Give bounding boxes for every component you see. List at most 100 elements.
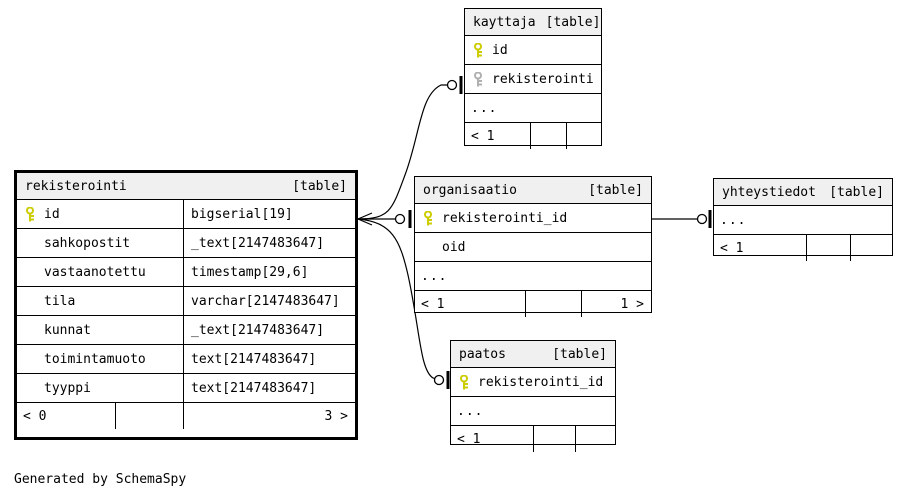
column-type: timestamp[29,6] xyxy=(191,264,309,280)
column-name-cell: kunnat xyxy=(17,316,183,344)
column-name-cell: toimintamuoto xyxy=(17,345,183,373)
column-type-cell: bigserial[19] xyxy=(183,200,355,228)
parent-count[interactable]: < 1 xyxy=(471,128,495,144)
column-name-cell: id xyxy=(17,200,183,228)
parent-count[interactable]: < 1 xyxy=(720,240,744,256)
column-name: vastaanotettu xyxy=(44,264,146,280)
parent-count[interactable]: < 1 xyxy=(421,296,445,312)
table-kayttaja[interactable]: kayttaja [table] id rekisterointi ... < … xyxy=(464,8,602,149)
table-header-rekisterointi: rekisterointi [table] xyxy=(17,173,355,200)
table-type-tag: [table] xyxy=(588,182,643,198)
column-type-cell: _text[2147483647] xyxy=(183,229,355,257)
column-name: tyyppi xyxy=(44,380,91,396)
column-name-cell: vastaanotettu xyxy=(17,258,183,286)
footer-spacer xyxy=(525,291,581,317)
column-name: tila xyxy=(44,293,76,309)
column-name: rekisterointi_id xyxy=(442,210,568,226)
footer-spacer xyxy=(115,403,183,429)
table-footer-rekisterointi: < 0 3 > xyxy=(17,403,355,429)
more-columns-indicator[interactable]: ... xyxy=(451,397,615,426)
column-type: _text[2147483647] xyxy=(191,322,325,338)
table-row[interactable]: id xyxy=(465,36,601,65)
column-type-cell: varchar[2147483647] xyxy=(183,287,355,315)
table-title: paatos xyxy=(459,346,506,362)
primary-key-icon xyxy=(23,206,39,222)
no-key-icon xyxy=(23,352,39,367)
column-type: _text[2147483647] xyxy=(191,235,325,251)
parent-count[interactable]: < 1 xyxy=(457,431,481,447)
column-type-cell: _text[2147483647] xyxy=(183,316,355,344)
table-paatos[interactable]: paatos [table] rekisterointi_id ... < 1 xyxy=(450,340,616,452)
primary-key-icon xyxy=(471,42,487,58)
table-row[interactable]: tila varchar[2147483647] xyxy=(17,287,355,316)
table-header-paatos: paatos [table] xyxy=(451,341,615,368)
more-columns-indicator[interactable]: ... xyxy=(714,206,892,235)
table-row[interactable]: rekisterointi_id xyxy=(451,368,615,397)
column-type: bigserial[19] xyxy=(191,206,293,222)
foreign-key-icon xyxy=(471,71,487,87)
table-row[interactable]: sahkopostit _text[2147483647] xyxy=(17,229,355,258)
more-columns-indicator[interactable]: ... xyxy=(465,94,601,123)
generated-by-label: Generated by SchemaSpy xyxy=(14,472,187,487)
column-type: varchar[2147483647] xyxy=(191,293,340,309)
table-row[interactable]: toimintamuoto text[2147483647] xyxy=(17,345,355,374)
table-row[interactable]: kunnat _text[2147483647] xyxy=(17,316,355,345)
table-title: kayttaja xyxy=(473,14,536,30)
table-type-tag: [table] xyxy=(552,346,607,362)
table-row[interactable]: id bigserial[19] xyxy=(17,200,355,229)
column-name-cell: tila xyxy=(17,287,183,315)
cardinality-marker-paatos xyxy=(433,371,450,389)
no-key-icon xyxy=(23,323,39,338)
table-type-tag: [table] xyxy=(545,14,601,30)
table-footer-paatos: < 1 xyxy=(451,426,615,452)
table-header-yhteystiedot: yhteystiedot [table] xyxy=(714,179,892,206)
primary-key-icon xyxy=(421,210,437,226)
column-name: kunnat xyxy=(44,322,91,338)
column-name-cell: rekisterointi_id xyxy=(415,204,651,232)
child-count[interactable]: 3 > xyxy=(183,403,355,429)
column-name: rekisterointi_id xyxy=(478,374,604,390)
table-header-organisaatio: organisaatio [table] xyxy=(415,177,651,204)
table-yhteystiedot[interactable]: yhteystiedot [table] ... < 1 xyxy=(713,178,893,261)
more-columns-indicator[interactable]: ... xyxy=(415,262,651,291)
column-type-cell: timestamp[29,6] xyxy=(183,258,355,286)
table-title: rekisterointi xyxy=(25,178,127,194)
table-row[interactable]: tyyppi text[2147483647] xyxy=(17,374,355,403)
column-name: toimintamuoto xyxy=(44,351,146,367)
table-rekisterointi[interactable]: rekisterointi [table] id bigserial[19] s… xyxy=(14,170,358,440)
footer-spacer xyxy=(806,235,850,261)
table-row[interactable]: rekisterointi xyxy=(465,65,601,94)
table-footer-kayttaja: < 1 xyxy=(465,123,601,149)
column-type: text[2147483647] xyxy=(191,380,317,396)
child-count[interactable] xyxy=(566,123,601,149)
table-row[interactable]: oid xyxy=(415,233,651,262)
footer-spacer xyxy=(530,123,566,149)
child-count[interactable] xyxy=(850,235,892,261)
no-key-icon xyxy=(23,236,39,251)
table-title: yhteystiedot xyxy=(722,184,816,200)
table-footer-organisaatio: < 1 1 > xyxy=(415,291,651,317)
table-organisaatio[interactable]: organisaatio [table] rekisterointi_id oi… xyxy=(414,176,652,317)
cardinality-marker-kayttaja xyxy=(446,76,463,94)
column-name-cell: tyyppi xyxy=(17,374,183,402)
table-row[interactable]: vastaanotettu timestamp[29,6] xyxy=(17,258,355,287)
column-name-cell: id xyxy=(465,36,601,64)
child-count[interactable]: 1 > xyxy=(581,291,651,317)
column-name: id xyxy=(44,206,60,222)
column-name: rekisterointi xyxy=(492,71,594,87)
column-type-cell: text[2147483647] xyxy=(183,374,355,402)
column-type: text[2147483647] xyxy=(191,351,317,367)
column-name: id xyxy=(492,42,508,58)
column-name-cell: rekisterointi_id xyxy=(451,368,615,396)
column-name-cell: rekisterointi xyxy=(465,65,601,93)
parent-count[interactable]: < 0 xyxy=(23,408,47,424)
column-name-cell: sahkopostit xyxy=(17,229,183,257)
footer-spacer xyxy=(533,426,575,452)
column-name: oid xyxy=(442,239,466,255)
table-title: organisaatio xyxy=(423,182,517,198)
child-count[interactable] xyxy=(575,426,615,452)
table-row[interactable]: rekisterointi_id xyxy=(415,204,651,233)
table-type-tag: [table] xyxy=(829,184,884,200)
column-name-cell: oid xyxy=(415,233,651,261)
table-header-kayttaja: kayttaja [table] xyxy=(465,9,601,36)
